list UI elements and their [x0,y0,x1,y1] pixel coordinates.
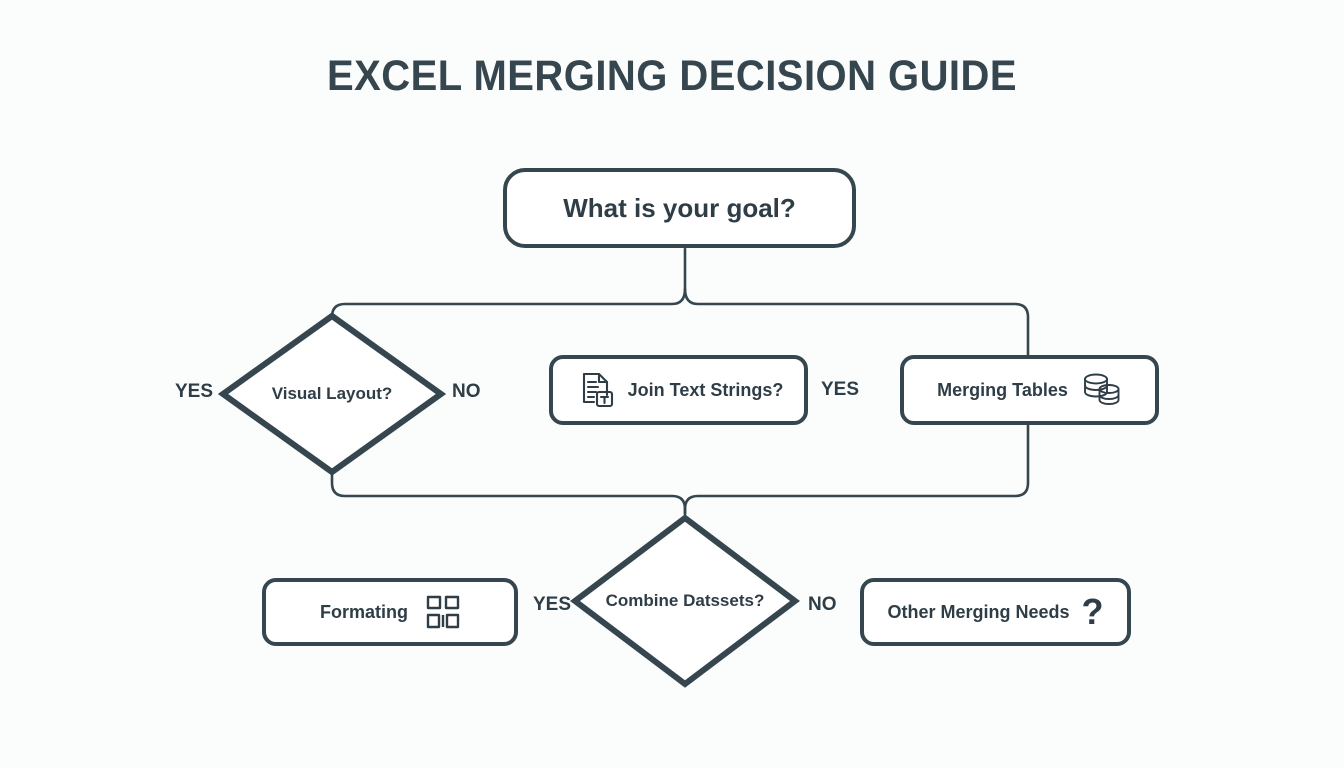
page-title: EXCEL MERGING DECISION GUIDE [326,52,1017,100]
node-what-is-your-goal[interactable]: What is your goal? [503,168,856,248]
node-label: Visual Layout? [271,384,393,403]
edge-label-join-yes: YES [821,379,860,400]
node-other-merging-needs[interactable]: Other Merging Needs ? [860,578,1131,646]
edge-label-combine-no: NO [808,594,837,615]
diamond-shape [570,514,800,688]
node-formating[interactable]: Formating [262,578,518,646]
node-visual-layout[interactable]: Visual Layout? [218,311,446,477]
node-join-text-strings[interactable]: Join Text Strings? [549,355,808,425]
node-label: Combine Datssets? [605,591,765,610]
layout-grid-icon [426,595,460,629]
node-label: Formating [320,601,408,622]
database-stack-icon [1082,372,1122,408]
edge-label-visual-no: NO [452,381,481,402]
node-combine-datasets[interactable]: Combine Datssets? [570,513,800,689]
node-label: Other Merging Needs [887,601,1070,622]
edge-label-visual-yes: YES [175,381,214,402]
text-document-icon [580,371,616,409]
question-mark-icon: ? [1081,591,1104,632]
node-label: What is your goal? [563,192,796,223]
diamond-shape [218,312,446,476]
node-label: Join Text Strings? [627,379,784,400]
node-label: Merging Tables [937,379,1068,400]
edge-label-combine-yes: YES [533,594,572,615]
node-merging-tables[interactable]: Merging Tables [900,355,1159,425]
